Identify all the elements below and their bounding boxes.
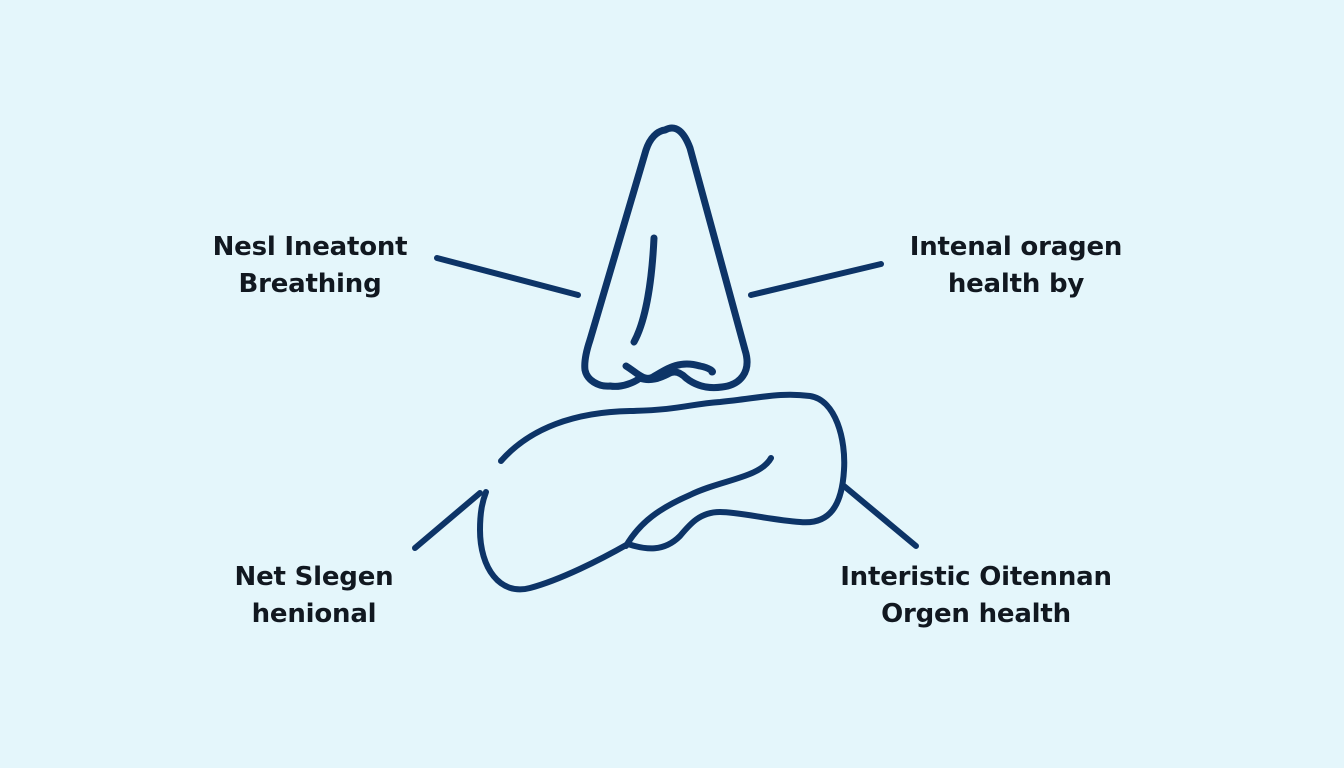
connector-bottom-right <box>841 483 919 549</box>
label-line: health by <box>947 269 1085 299</box>
label-line: Interistic Oitennan <box>840 562 1112 592</box>
label-nasal-breathing: Nesl Ineatont Breathing <box>196 229 424 303</box>
label-organ-health: Interistic Oitennan Orgen health <box>826 559 1126 633</box>
nose-icon <box>581 124 751 392</box>
label-net-slegen: Net Slegen henional <box>216 559 412 633</box>
label-internal-organ-health: Intenal oragen health by <box>896 229 1136 303</box>
label-line: Intenal oragen <box>909 232 1123 262</box>
label-line: henional <box>251 599 377 629</box>
arrow-top-left <box>434 255 581 298</box>
label-line: Nesl Ineatont <box>212 232 408 262</box>
label-line: Net Slegen <box>234 562 394 592</box>
organ-icon <box>477 391 848 593</box>
label-line: Breathing <box>238 269 382 299</box>
arrow-bottom-left <box>412 490 483 551</box>
label-line: Orgen health <box>881 599 1071 629</box>
arrow-top-right <box>748 261 884 298</box>
